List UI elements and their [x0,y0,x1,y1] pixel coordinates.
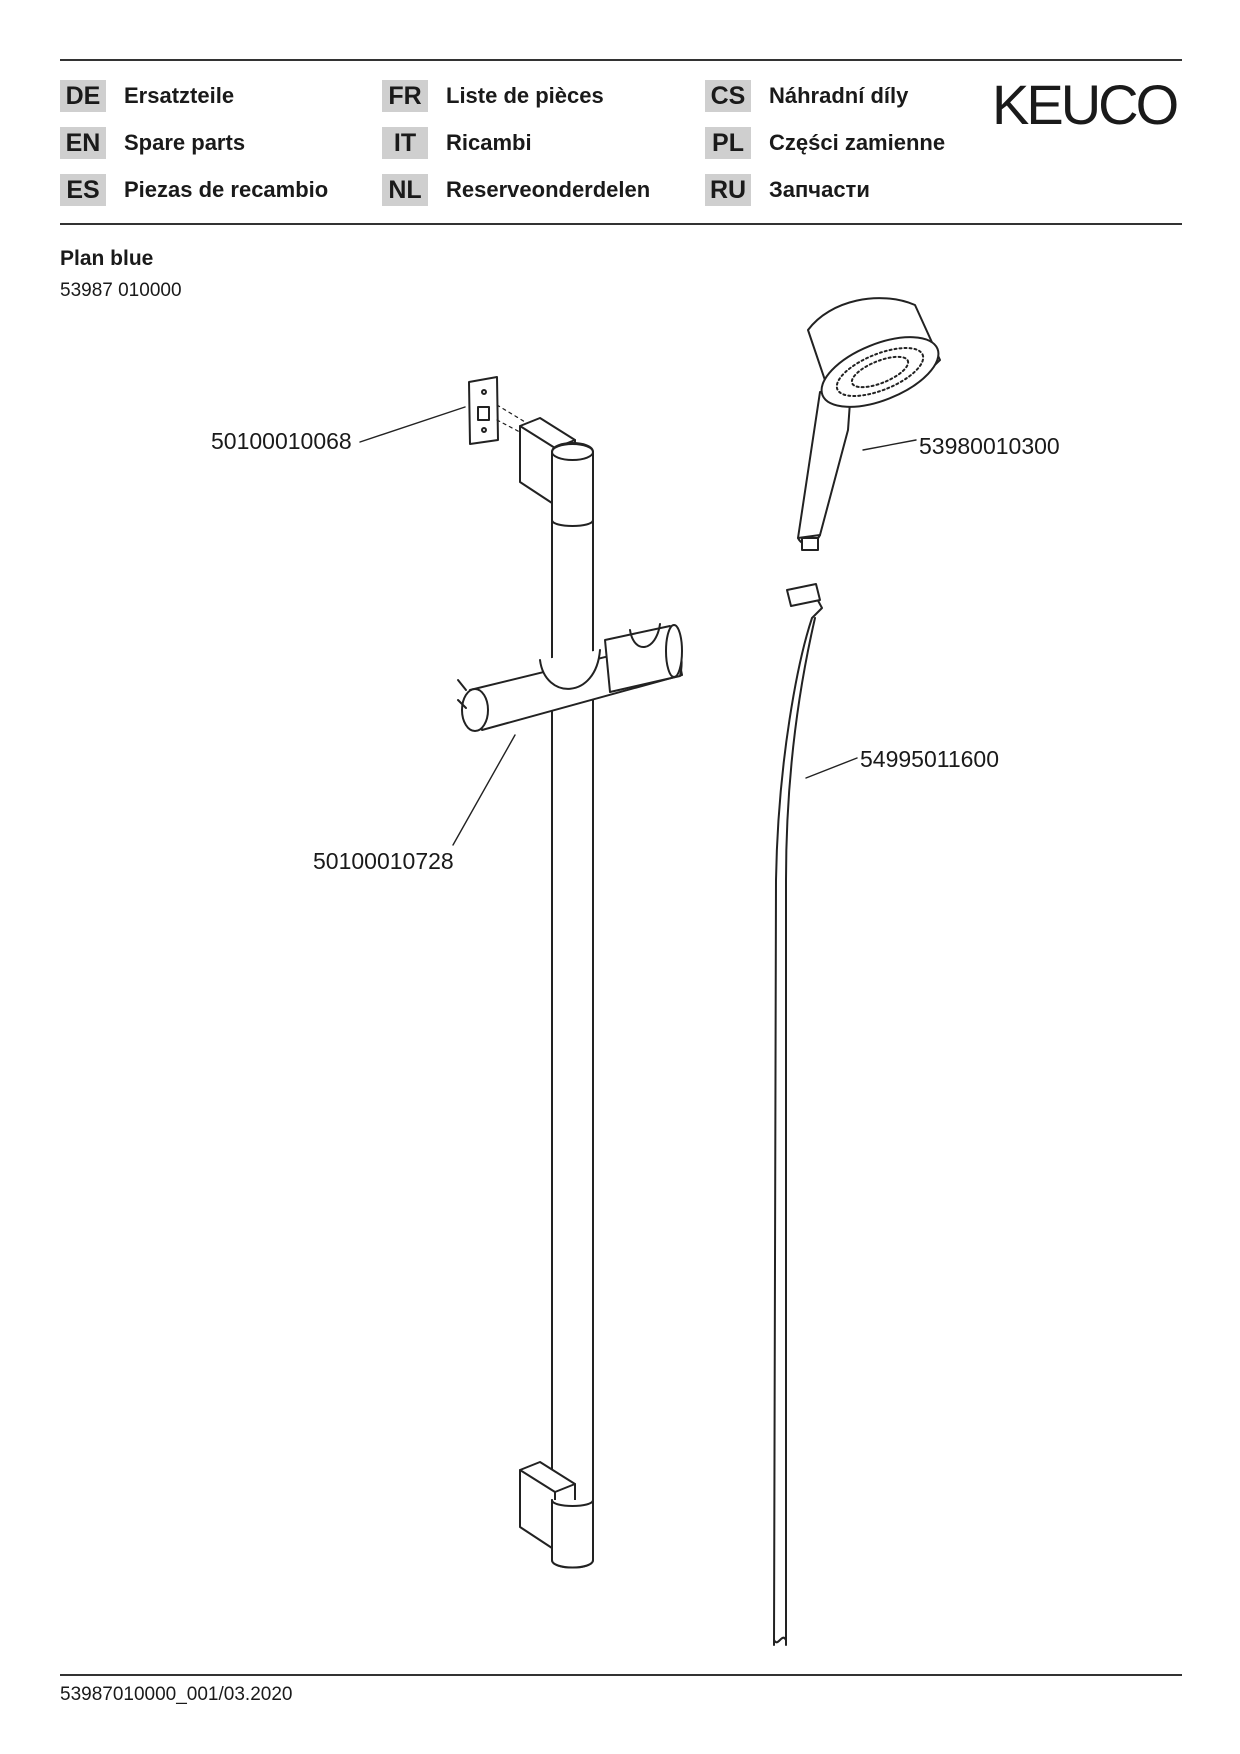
lang-label: Запчасти [769,177,870,202]
part-label-slider: 50100010728 [313,848,454,874]
lang-code: FR [382,80,428,112]
document-reference: 53987010000_001/03.2020 [60,1684,293,1705]
lang-item-pl: PL Części zamienne [705,125,945,161]
lang-item-de: DE Ersatzteile [60,78,234,114]
footer-rule [60,1674,1182,1676]
lang-item-en: EN Spare parts [60,125,245,161]
header-bottom-rule [60,223,1182,225]
bottom-bracket-drawing [519,1461,594,1569]
lang-item-ru: RU Запчасти [705,172,870,208]
lang-label: Piezas de recambio [124,177,329,202]
lang-code: NL [382,174,428,206]
slider-drawing [457,623,683,732]
hose-drawing [773,583,823,1646]
lang-code: IT [382,127,428,159]
lang-label: Ricambi [446,130,532,155]
lang-label: Ersatzteile [124,83,235,108]
brand-logo: KEUCO [992,73,1180,136]
product-title: Plan blue [60,247,154,270]
lang-label: Spare parts [124,130,246,155]
leader-wall-bracket [359,406,466,443]
product-number: 53987 010000 [60,280,182,301]
leader-hose [805,757,858,779]
lang-label: Liste de pièces [446,83,604,108]
lang-item-it: IT Ricambi [382,125,532,161]
lang-code: EN [60,127,106,159]
lang-label: Reserveonderdelen [446,177,651,202]
lang-item-cs: CS Náhradní díly [705,78,908,114]
part-label-hand-shower: 53980010300 [919,433,1060,459]
part-label-wall-bracket: 50100010068 [211,428,352,454]
lang-code: CS [705,80,751,112]
lang-item-fr: FR Liste de pièces [382,78,604,114]
callout-leaders [359,406,917,846]
leader-slider [452,734,516,846]
lang-label: Części zamienne [769,130,946,155]
lang-code: PL [705,127,751,159]
part-label-hose: 54995011600 [860,746,999,772]
rail-drawing [551,442,594,1569]
lang-code: DE [60,80,106,112]
leader-hand-shower [862,439,917,451]
lang-item-es: ES Piezas de recambio [60,172,328,208]
lang-item-nl: NL Reserveonderdelen [382,172,650,208]
brand-wordmark: KEUCO [992,73,1177,136]
lang-code: ES [60,174,106,206]
lang-code: RU [705,174,751,206]
lang-label: Náhradní díly [769,83,909,108]
hand-shower-drawing [797,297,941,551]
header-top-rule [60,59,1182,61]
